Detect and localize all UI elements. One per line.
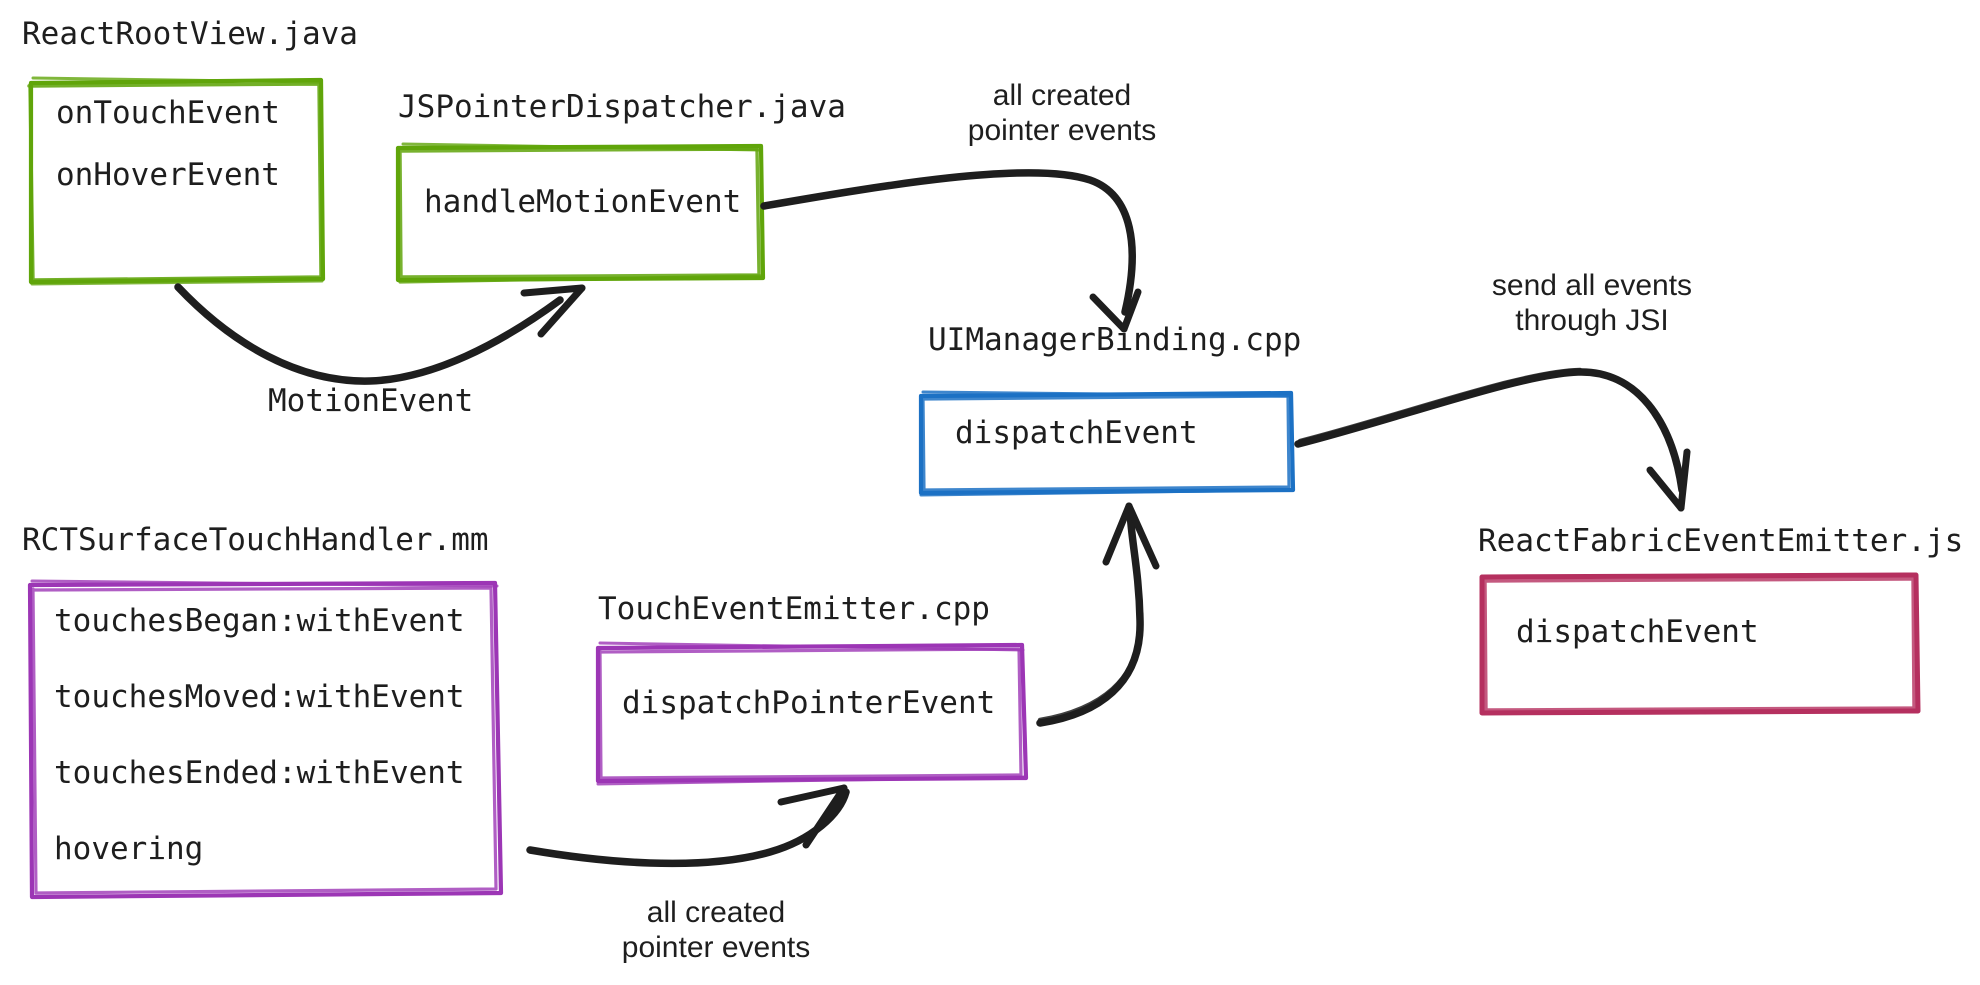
file-label-ui-manager-binding: UIManagerBinding.cpp [928,322,1302,358]
method-hovering: hovering [54,831,204,867]
method-on-touch-event: onTouchEvent [56,95,280,131]
file-label-touch-event-emitter: TouchEventEmitter.cpp [598,591,990,627]
node-react-fabric-event-emitter[interactable]: dispatchEvent [1482,575,1918,713]
edge-label-android-pointer-events: all created pointer events [967,79,1157,148]
edge-jsi-arrow [1294,367,1691,512]
node-rct-surface-touch-handler[interactable]: touchesBegan:withEvent touchesMoved:with… [30,583,501,897]
file-label-js-pointer-dispatcher: JSPointerDispatcher.java [398,89,846,125]
edge-label-jsi: send all events through JSI [1491,269,1693,338]
edge-label-motion-event: MotionEvent [268,383,474,419]
edge-label-ios-pointer-events: all created pointer events [621,896,811,965]
node-touch-event-emitter[interactable]: dispatchPointerEvent [598,645,1026,781]
node-ui-manager-binding[interactable]: dispatchEvent [921,393,1293,493]
method-touches-ended: touchesEnded:withEvent [54,755,465,791]
method-on-hover-event: onHoverEvent [56,157,280,193]
method-touches-began: touchesBegan:withEvent [54,603,465,639]
edge-android-pointer-events-arrow [760,169,1142,333]
file-label-rct-surface-touch-handler: RCTSurfaceTouchHandler.mm [22,522,489,558]
file-label-react-fabric-event-emitter: ReactFabricEventEmitter.js [1478,523,1964,559]
method-dispatch-event-binding: dispatchEvent [955,415,1198,451]
file-label-react-root-view: ReactRootView.java [22,16,358,52]
node-react-root-view[interactable]: onTouchEvent onHoverEvent [31,80,323,282]
edge-ios-pointer-events-arrow [526,784,850,868]
edge-emitter-to-binding-arrow [1036,502,1160,727]
method-handle-motion-event: handleMotionEvent [424,184,742,220]
method-touches-moved: touchesMoved:withEvent [54,679,465,715]
edge-motion-event-arrow [174,283,586,385]
node-js-pointer-dispatcher[interactable]: handleMotionEvent [398,146,763,280]
method-dispatch-pointer-event: dispatchPointerEvent [622,685,996,721]
method-dispatch-event-emitter: dispatchEvent [1516,614,1759,650]
